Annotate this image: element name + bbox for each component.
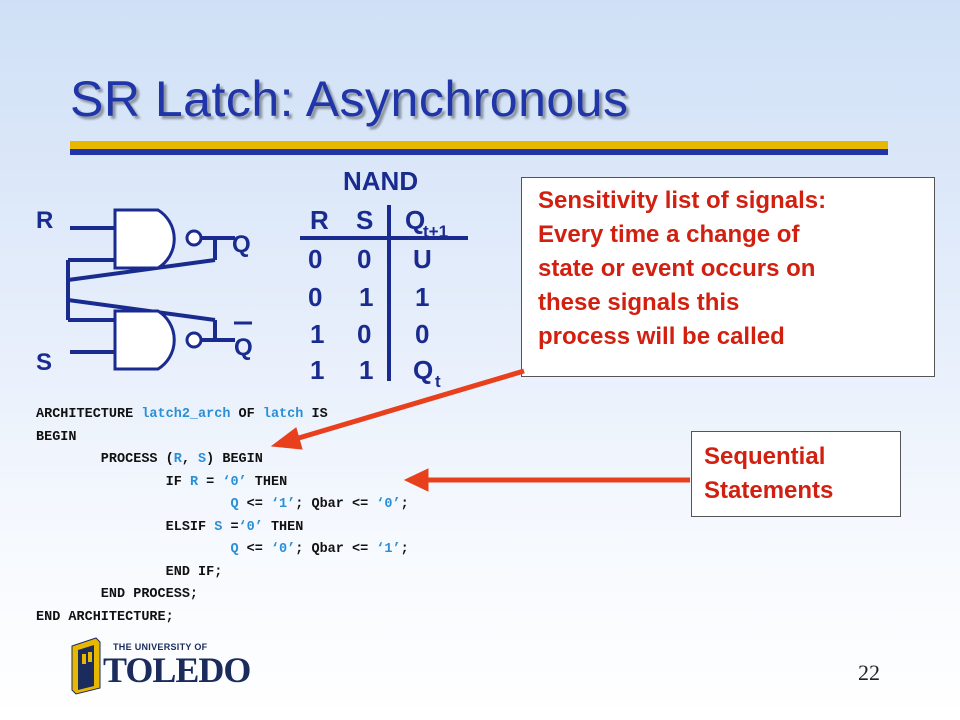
sequential-callout: Sequential Statements [691, 431, 901, 517]
callout-line: state or event occurs on [538, 255, 816, 282]
sensitivity-arrow [291, 368, 525, 443]
code-line: END IF; [36, 564, 223, 580]
tt-header-s: S [356, 205, 374, 235]
code-line: PROCESS (R, S) BEGIN [36, 452, 263, 467]
tt-cell: 0 [308, 244, 323, 274]
callout-line: these signals this [538, 289, 740, 316]
title-underline-blue [70, 149, 888, 155]
callout-line: Statements [704, 477, 834, 504]
callout-line: process will be called [538, 323, 785, 350]
tt-cell: 1 [310, 355, 325, 385]
truth-table-heading: NAND [343, 166, 419, 196]
slide-title: SR Latch: Asynchronous [70, 71, 629, 127]
tt-cell: 0 [415, 319, 430, 349]
sensitivity-callout: Sensitivity list of signals: Every time … [521, 177, 935, 377]
sequential-arrowhead [403, 468, 429, 492]
output-q-label: Q [232, 231, 251, 258]
code-line: END ARCHITECTURE; [36, 609, 174, 625]
code-line: END PROCESS; [36, 587, 199, 602]
logo-wordmark: TOLEDO [103, 650, 251, 690]
tt-cell: 0 [357, 244, 372, 274]
tt-cell: 1 [359, 355, 374, 385]
tt-cell: U [413, 244, 432, 274]
input-r-label: R [36, 207, 53, 234]
callout-line: Sensitivity list of signals: [538, 187, 827, 214]
title-underline-yellow [70, 141, 888, 149]
tt-vertical-rule [387, 205, 391, 381]
callout-line: Every time a change of [538, 221, 800, 248]
nand-gate-top [113, 208, 203, 270]
logo-subtitle: THE UNIVERSITY OF [113, 642, 208, 652]
input-s-label: S [36, 349, 52, 376]
tt-header-r: R [310, 205, 329, 235]
code-line: Q <= ‘0’; Qbar <= ‘1’; [230, 542, 409, 557]
tt-cell: Q [413, 355, 434, 385]
tt-cell: 1 [415, 282, 430, 312]
output-qbar-label: Q [234, 334, 253, 361]
tt-horizontal-rule [300, 236, 468, 240]
code-line: ELSIF S =‘0’ THEN [36, 519, 304, 535]
code-line: BEGIN [36, 429, 77, 445]
code-line: IF R = ‘0’ THEN [36, 474, 288, 490]
tt-cell: 1 [359, 282, 374, 312]
code-line: Q <= ‘1’; Qbar <= ‘0’; [230, 497, 409, 512]
tt-cell: 1 [310, 319, 325, 349]
tt-cell: 0 [308, 282, 323, 312]
sr-latch-circuit: R S Q Q [36, 207, 253, 376]
nand-gate-bottom [113, 309, 203, 371]
university-logo-icon [71, 637, 101, 695]
circuit-wires [66, 226, 235, 354]
code-line: ARCHITECTURE latch2_arch OF latch IS [36, 407, 328, 422]
page-number: 22 [858, 660, 880, 685]
vhdl-code-block: ARCHITECTURE latch2_arch OF latch IS BEGI… [36, 404, 409, 629]
tt-header-q: Q [405, 205, 426, 235]
tt-cell: 0 [357, 319, 372, 349]
sensitivity-arrowhead [270, 427, 303, 450]
callout-line: Sequential [704, 443, 826, 470]
tt-cell-subscript: t [435, 372, 441, 391]
